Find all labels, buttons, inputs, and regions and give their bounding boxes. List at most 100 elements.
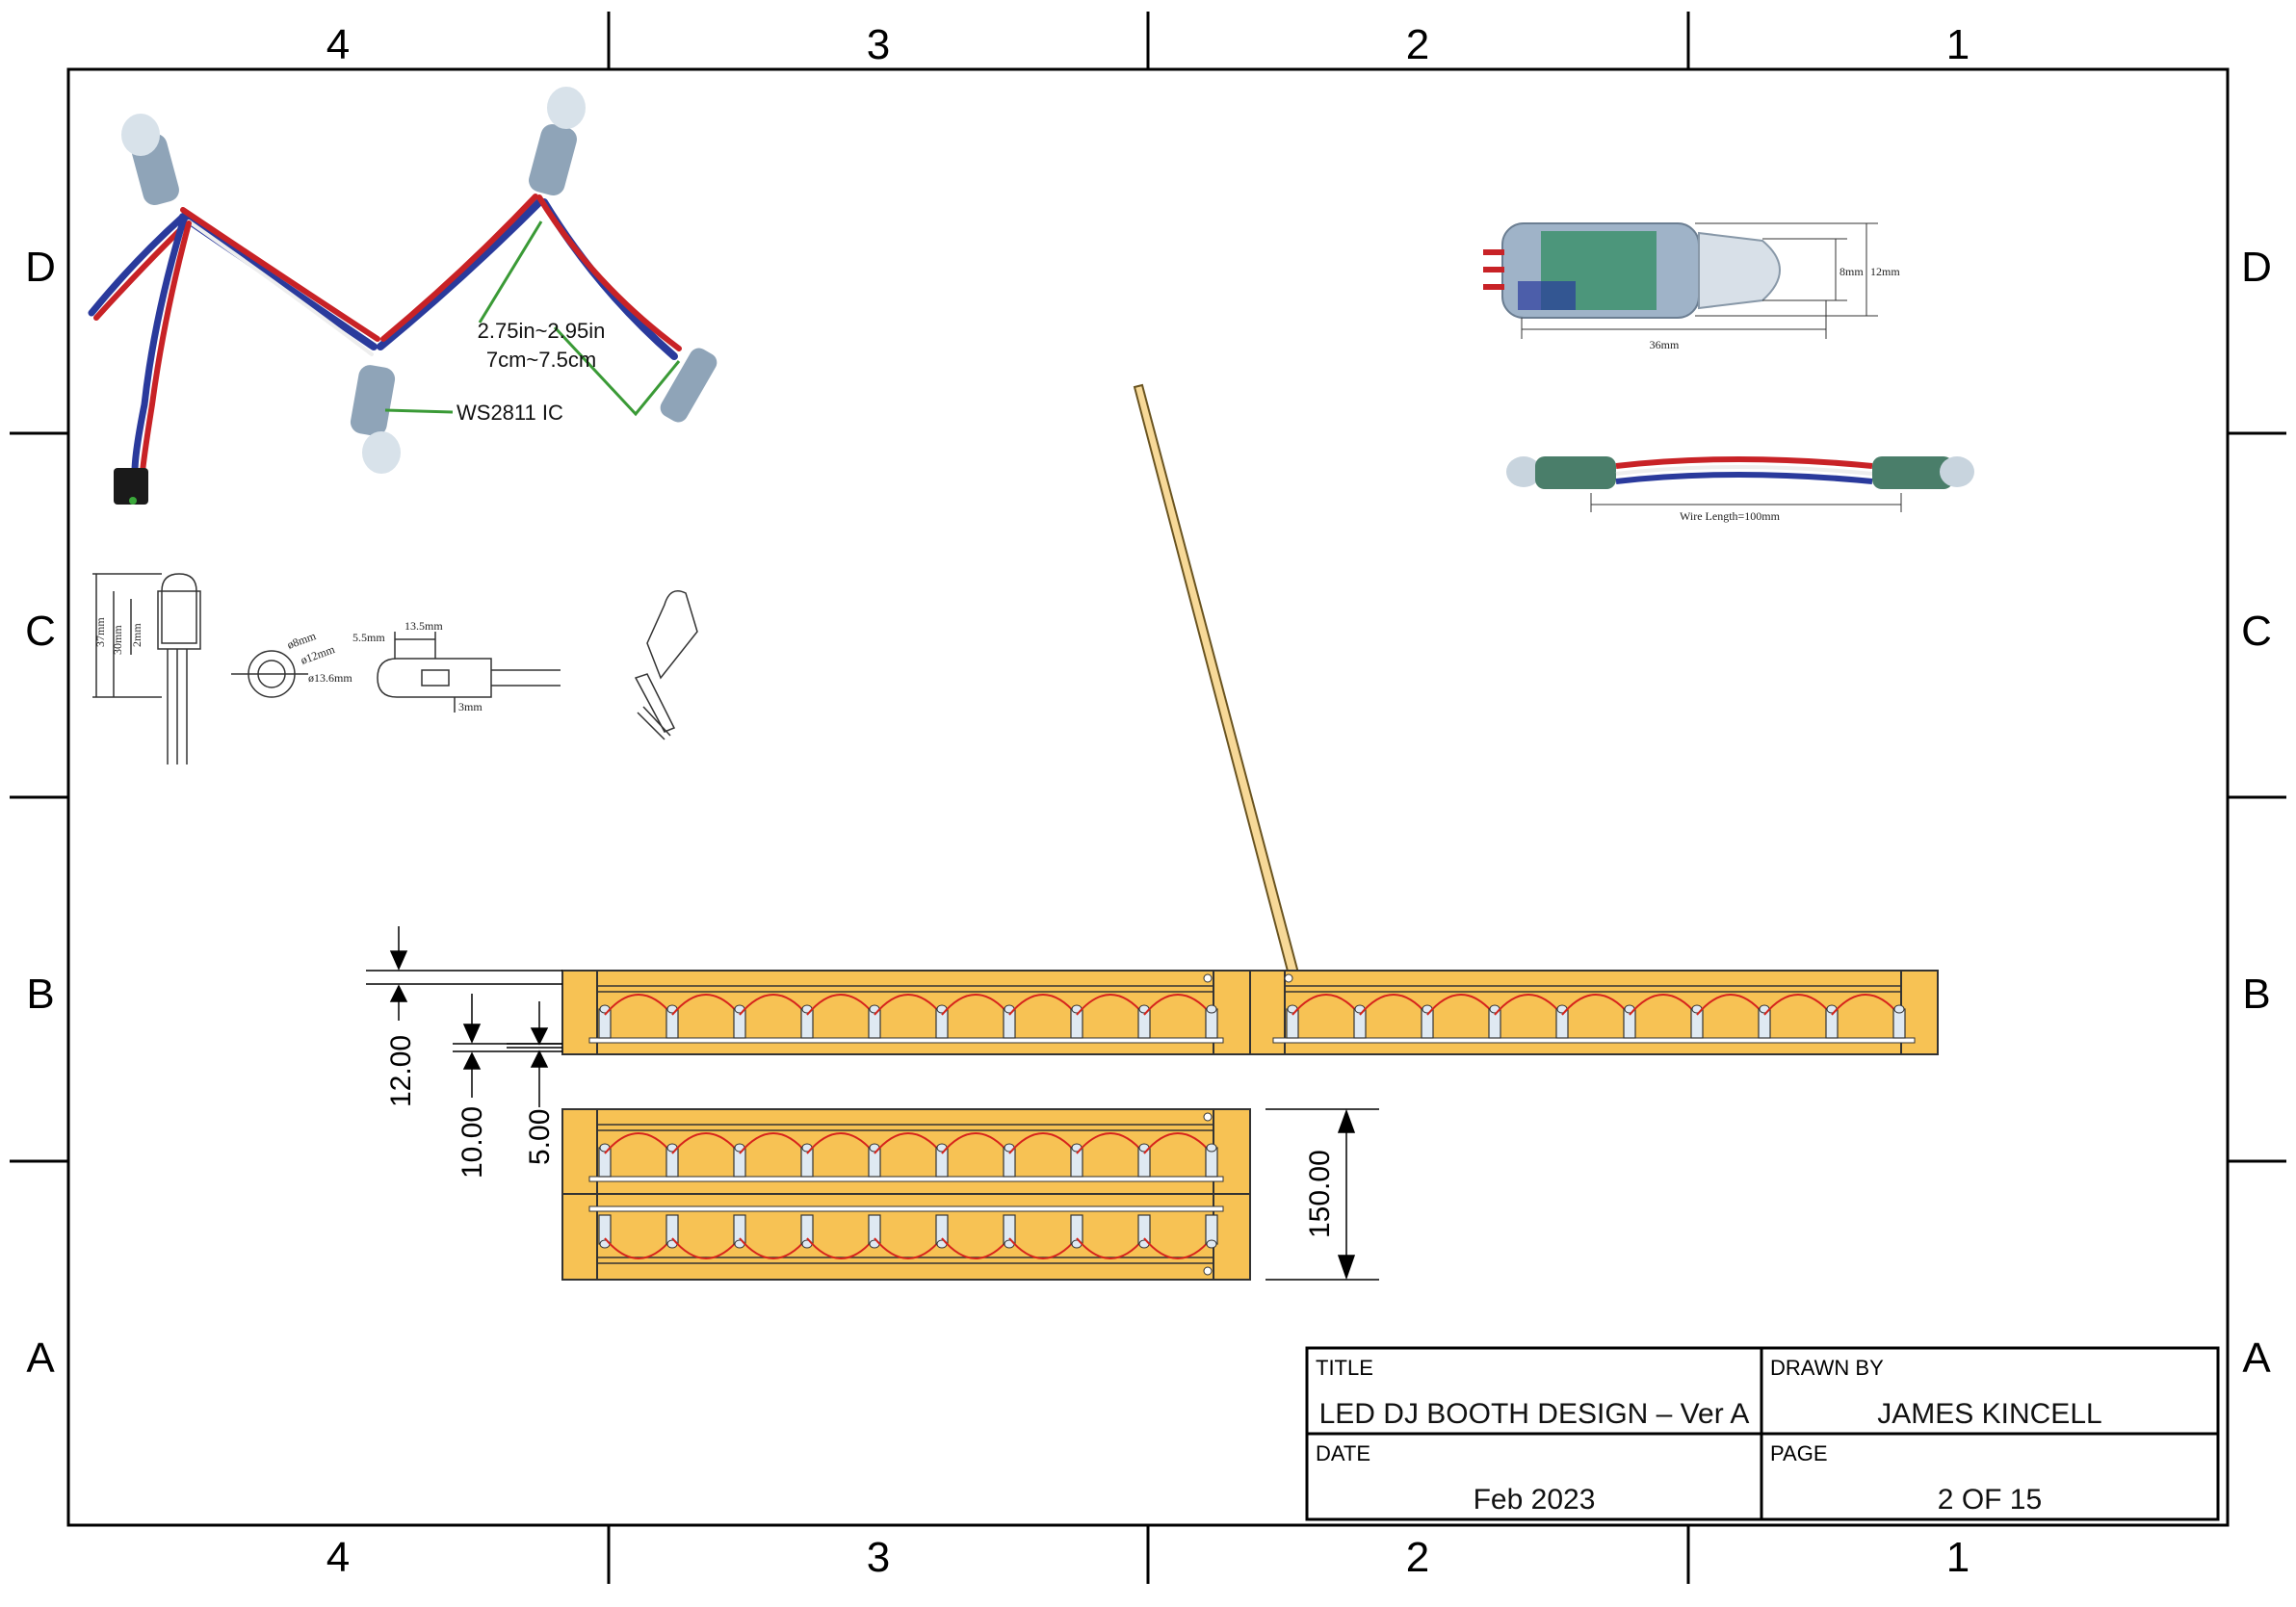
led-wire	[739, 1132, 808, 1154]
led-chains	[598, 994, 1906, 1259]
led-wire	[1008, 1237, 1078, 1259]
drawing-frame	[66, 67, 2230, 1527]
led-wire	[1008, 1132, 1078, 1154]
led-wire	[874, 994, 943, 1016]
led-wire	[671, 994, 741, 1016]
led-wire	[1629, 994, 1698, 1016]
dimension-lines	[366, 926, 1379, 1281]
led-wire	[1076, 1132, 1145, 1154]
led-wire	[1143, 1237, 1213, 1259]
led-wire	[874, 1237, 943, 1259]
row-labels-left: D C B A	[25, 244, 56, 1382]
dim-10: 10.00	[457, 1106, 488, 1179]
led-wire	[1008, 994, 1078, 1016]
led-wire	[1292, 994, 1361, 1016]
dimension-labels: 12.00 10.00 5.00 150.00	[385, 1035, 1336, 1238]
led-wire	[604, 1237, 673, 1259]
dim-d13mm: ø13.6mm	[308, 671, 352, 685]
led-pixel-lens	[1206, 1004, 1217, 1014]
led-wire	[1561, 994, 1631, 1016]
led-pixel-lens	[1893, 1004, 1905, 1014]
led-wire	[1763, 994, 1833, 1016]
led-wire	[941, 1237, 1010, 1259]
led-pixel-lens	[1206, 1143, 1217, 1153]
dim-30mm: 30mm	[111, 625, 124, 655]
led-wire	[1494, 994, 1563, 1016]
col-label: 1	[1946, 1534, 1970, 1581]
row-label: A	[2242, 1335, 2271, 1382]
spacing-label-cm: 7cm~7.5cm	[486, 348, 596, 372]
module-h8-label: 8mm	[1839, 265, 1864, 278]
title-label: TITLE	[1316, 1356, 1373, 1380]
led-wire	[739, 1237, 808, 1259]
led-wire	[671, 1132, 741, 1154]
row-label: D	[25, 244, 56, 291]
page-value: 2 OF 15	[1938, 1484, 2042, 1516]
dim-150: 150.00	[1304, 1150, 1336, 1238]
row-label: C	[2241, 608, 2272, 655]
dim-2mm: 2mm	[130, 623, 144, 647]
led-wire	[806, 994, 875, 1016]
col-label: 4	[326, 21, 350, 68]
led-wire	[806, 1132, 875, 1154]
led-panel-bottom	[561, 1108, 1251, 1281]
row-label: D	[2241, 244, 2272, 291]
led-wire	[874, 1132, 943, 1154]
col-label: 1	[1946, 21, 1970, 68]
diagonal-led-strip	[1133, 383, 1302, 984]
drawn-by-value: JAMES KINCELL	[1877, 1398, 2101, 1430]
led-wire	[604, 1132, 673, 1154]
row-label: B	[2242, 971, 2270, 1018]
led-wire	[1831, 994, 1900, 1016]
led-panel-top-left	[561, 970, 1251, 1055]
row-labels-right: D C B A	[2241, 244, 2272, 1382]
page-label: PAGE	[1770, 1441, 1828, 1465]
led-wire	[671, 1237, 741, 1259]
led-wire	[1359, 994, 1428, 1016]
led-wire	[1426, 994, 1496, 1016]
led-module-drawing: 8mm 12mm 36mm Wire Length=100mm	[1483, 222, 1974, 523]
led-wire	[1143, 994, 1213, 1016]
ic-label: WS2811 IC	[457, 401, 563, 425]
col-label: 2	[1406, 1534, 1429, 1581]
led-wire	[604, 994, 673, 1016]
col-label: 3	[867, 21, 890, 68]
row-label: B	[26, 971, 54, 1018]
led-wire	[1076, 994, 1145, 1016]
led-wire	[806, 1237, 875, 1259]
col-label: 2	[1406, 21, 1429, 68]
column-labels-bottom: 4 3 2 1	[326, 1534, 1970, 1581]
col-label: 3	[867, 1534, 890, 1581]
row-label: A	[26, 1335, 55, 1382]
title-block: TITLE LED DJ BOOTH DESIGN – Ver A DRAWN …	[1305, 1346, 2220, 1521]
module-h12-label: 12mm	[1870, 265, 1900, 278]
led-wire	[941, 1132, 1010, 1154]
led-pixel-lens	[1206, 1239, 1217, 1249]
led-wire	[739, 994, 808, 1016]
row-label: C	[25, 608, 56, 655]
led-wire	[1696, 994, 1765, 1016]
col-label: 4	[326, 1534, 350, 1581]
pixel-dimension-labels: 37mm 30mm 2mm ø8mm ø12mm ø13.6mm 5.5mm 1…	[93, 617, 483, 713]
led-wire	[1076, 1237, 1145, 1259]
dim-5-5mm: 5.5mm	[352, 631, 385, 644]
module-len-label: 36mm	[1650, 338, 1680, 351]
dim-37mm: 37mm	[93, 617, 107, 647]
spacing-label-in: 2.75in~2.95in	[478, 319, 606, 343]
dim-12: 12.00	[385, 1035, 417, 1107]
pixel-dimension-sketches	[92, 573, 698, 765]
led-string-photo: 2.75in~2.95in 7cm~7.5cm WS2811 IC	[88, 87, 718, 505]
led-wire	[1143, 1132, 1213, 1154]
wire-length-label: Wire Length=100mm	[1680, 509, 1781, 523]
date-label: DATE	[1316, 1441, 1370, 1465]
frame-ticks	[10, 12, 2286, 1584]
dim-5: 5.00	[524, 1109, 556, 1165]
dim-3mm: 3mm	[458, 700, 483, 713]
column-labels-top: 4 3 2 1	[326, 21, 1970, 68]
date-value: Feb 2023	[1474, 1484, 1596, 1516]
title-value: LED DJ BOOTH DESIGN – Ver A	[1319, 1398, 1750, 1430]
drawn-by-label: DRAWN BY	[1770, 1356, 1884, 1380]
dim-13-5mm: 13.5mm	[404, 619, 443, 633]
led-wire	[941, 994, 1010, 1016]
